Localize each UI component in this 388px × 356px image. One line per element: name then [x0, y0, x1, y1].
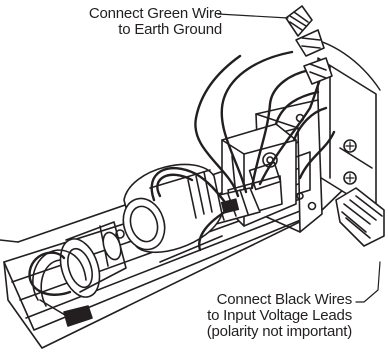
black-wires-callout-line3: (polarity not important) — [206, 323, 352, 340]
driver-cylinder — [122, 163, 223, 263]
black-wires-callout: Connect Black Wires to Input Voltage Lea… — [140, 292, 352, 340]
conduit-fitting — [335, 187, 385, 247]
wire-bundle — [28, 50, 336, 296]
black-wires-callout-line1: Connect Black Wires — [216, 291, 353, 308]
wall-screw-icon — [343, 171, 357, 185]
wire-nuts — [285, 5, 333, 85]
green-wire-callout-line2: to Earth Ground — [118, 21, 222, 38]
black-wire-nut-icon — [303, 57, 333, 85]
black-wires-callout-line2: to Input Voltage Leads — [207, 307, 352, 324]
green-wire-nut-icon — [285, 5, 313, 37]
green-wire-leader — [217, 13, 289, 19]
black-wire-nut-icon — [295, 29, 325, 57]
green-wire-callout: Connect Green Wire to Earth Ground — [50, 6, 222, 38]
leader-lines — [217, 13, 381, 303]
wall-screw-icon — [343, 139, 357, 153]
black-wires-leader — [355, 261, 381, 303]
green-wire-callout-line1: Connect Green Wire — [88, 5, 222, 22]
lamp-clip — [32, 229, 125, 327]
